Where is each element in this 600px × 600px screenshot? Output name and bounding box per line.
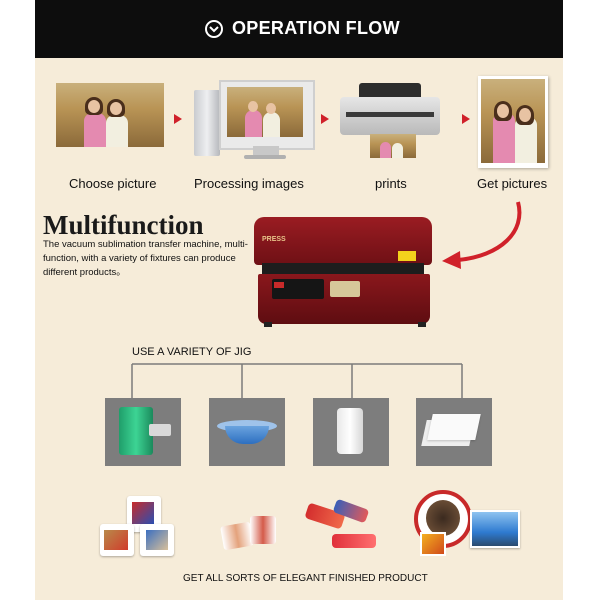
flow-arrow-icon <box>174 114 182 124</box>
flow-arrow-icon <box>321 114 329 124</box>
flow-arrow-icon <box>462 114 470 124</box>
plate-jig-image <box>416 398 492 466</box>
step-label: Get pictures <box>477 176 548 191</box>
step-label: Processing images <box>194 176 304 191</box>
page-title: OPERATION FLOW <box>232 18 400 38</box>
chevron-down-circle-icon <box>205 20 223 38</box>
header-bar <box>35 0 563 58</box>
bowl-jig-image <box>209 398 285 466</box>
finished-product-caption: GET ALL SORTS OF ELEGANT FINISHED PRODUC… <box>183 573 428 584</box>
mug-jig-image <box>105 398 181 466</box>
curved-arrow-icon <box>442 201 522 269</box>
jig-section-title: USE A VARIETY OF JIG <box>132 346 252 358</box>
step-label: Choose picture <box>69 176 157 191</box>
couple-photo-image <box>56 83 164 147</box>
step-label: prints <box>375 176 407 191</box>
machine-badge: PRESS <box>262 236 286 243</box>
phone-case-jig-image <box>313 398 389 466</box>
printed-photo-image <box>478 76 548 168</box>
section-description: The vacuum sublimation transfer machine,… <box>43 239 248 278</box>
section-heading: Multifunction <box>43 210 204 240</box>
